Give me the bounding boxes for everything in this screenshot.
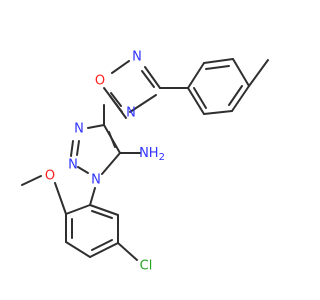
bond bbox=[144, 66, 161, 89]
oxadiazole-nitrogen-top-label: N bbox=[132, 50, 142, 65]
methoxy-bond bbox=[54, 182, 67, 215]
bond bbox=[203, 110, 233, 115]
bond-double-inner bbox=[228, 85, 243, 106]
methyl-bond bbox=[248, 59, 269, 87]
bond bbox=[109, 95, 127, 119]
bond bbox=[65, 204, 91, 215]
bond bbox=[111, 60, 130, 74]
triazole-nitrogen-top-label: N bbox=[74, 122, 84, 137]
bond bbox=[65, 241, 91, 258]
methoxy-oxygen-label: O bbox=[45, 169, 55, 184]
bond bbox=[87, 124, 105, 129]
bond bbox=[89, 204, 119, 216]
bond bbox=[101, 152, 121, 175]
bond-double-inner bbox=[205, 65, 230, 70]
triazole-nitrogen-1-label: N bbox=[91, 173, 101, 188]
bond-double-inner bbox=[141, 70, 155, 88]
bond bbox=[231, 85, 250, 112]
bond bbox=[76, 140, 80, 156]
chemical-structure-diagram: O N N N N N NH2 O Cl bbox=[21, 50, 269, 274]
bond-double-inner bbox=[108, 131, 116, 148]
chloro-bond bbox=[117, 242, 138, 261]
atom-labels: O N N N N N NH2 O Cl bbox=[45, 50, 165, 274]
amine-subscript: 2 bbox=[159, 152, 165, 163]
bond-double-inner bbox=[91, 210, 113, 219]
methoxy-bond bbox=[21, 175, 42, 186]
bond bbox=[129, 94, 157, 113]
oxadiazole-nitrogen-bottom-label: N bbox=[126, 106, 136, 121]
bond bbox=[203, 58, 234, 64]
bond-double-inner bbox=[110, 92, 122, 107]
bond bbox=[89, 187, 96, 206]
bond bbox=[77, 166, 89, 174]
bond bbox=[187, 87, 205, 115]
bond-double-inner bbox=[91, 239, 113, 251]
bond bbox=[232, 58, 250, 87]
chlorine-label: Cl bbox=[140, 259, 153, 274]
amine-label: NH2 bbox=[139, 146, 165, 164]
oxadiazole-oxygen-label: O bbox=[95, 74, 105, 89]
triazole-nitrogen-mid-label: N bbox=[68, 158, 78, 173]
bond-double-inner bbox=[70, 140, 74, 157]
bond bbox=[89, 242, 119, 258]
bond-double-inner bbox=[193, 87, 207, 109]
bond-lines bbox=[21, 58, 269, 261]
bond bbox=[187, 62, 205, 89]
amine-main: NH bbox=[139, 146, 159, 161]
